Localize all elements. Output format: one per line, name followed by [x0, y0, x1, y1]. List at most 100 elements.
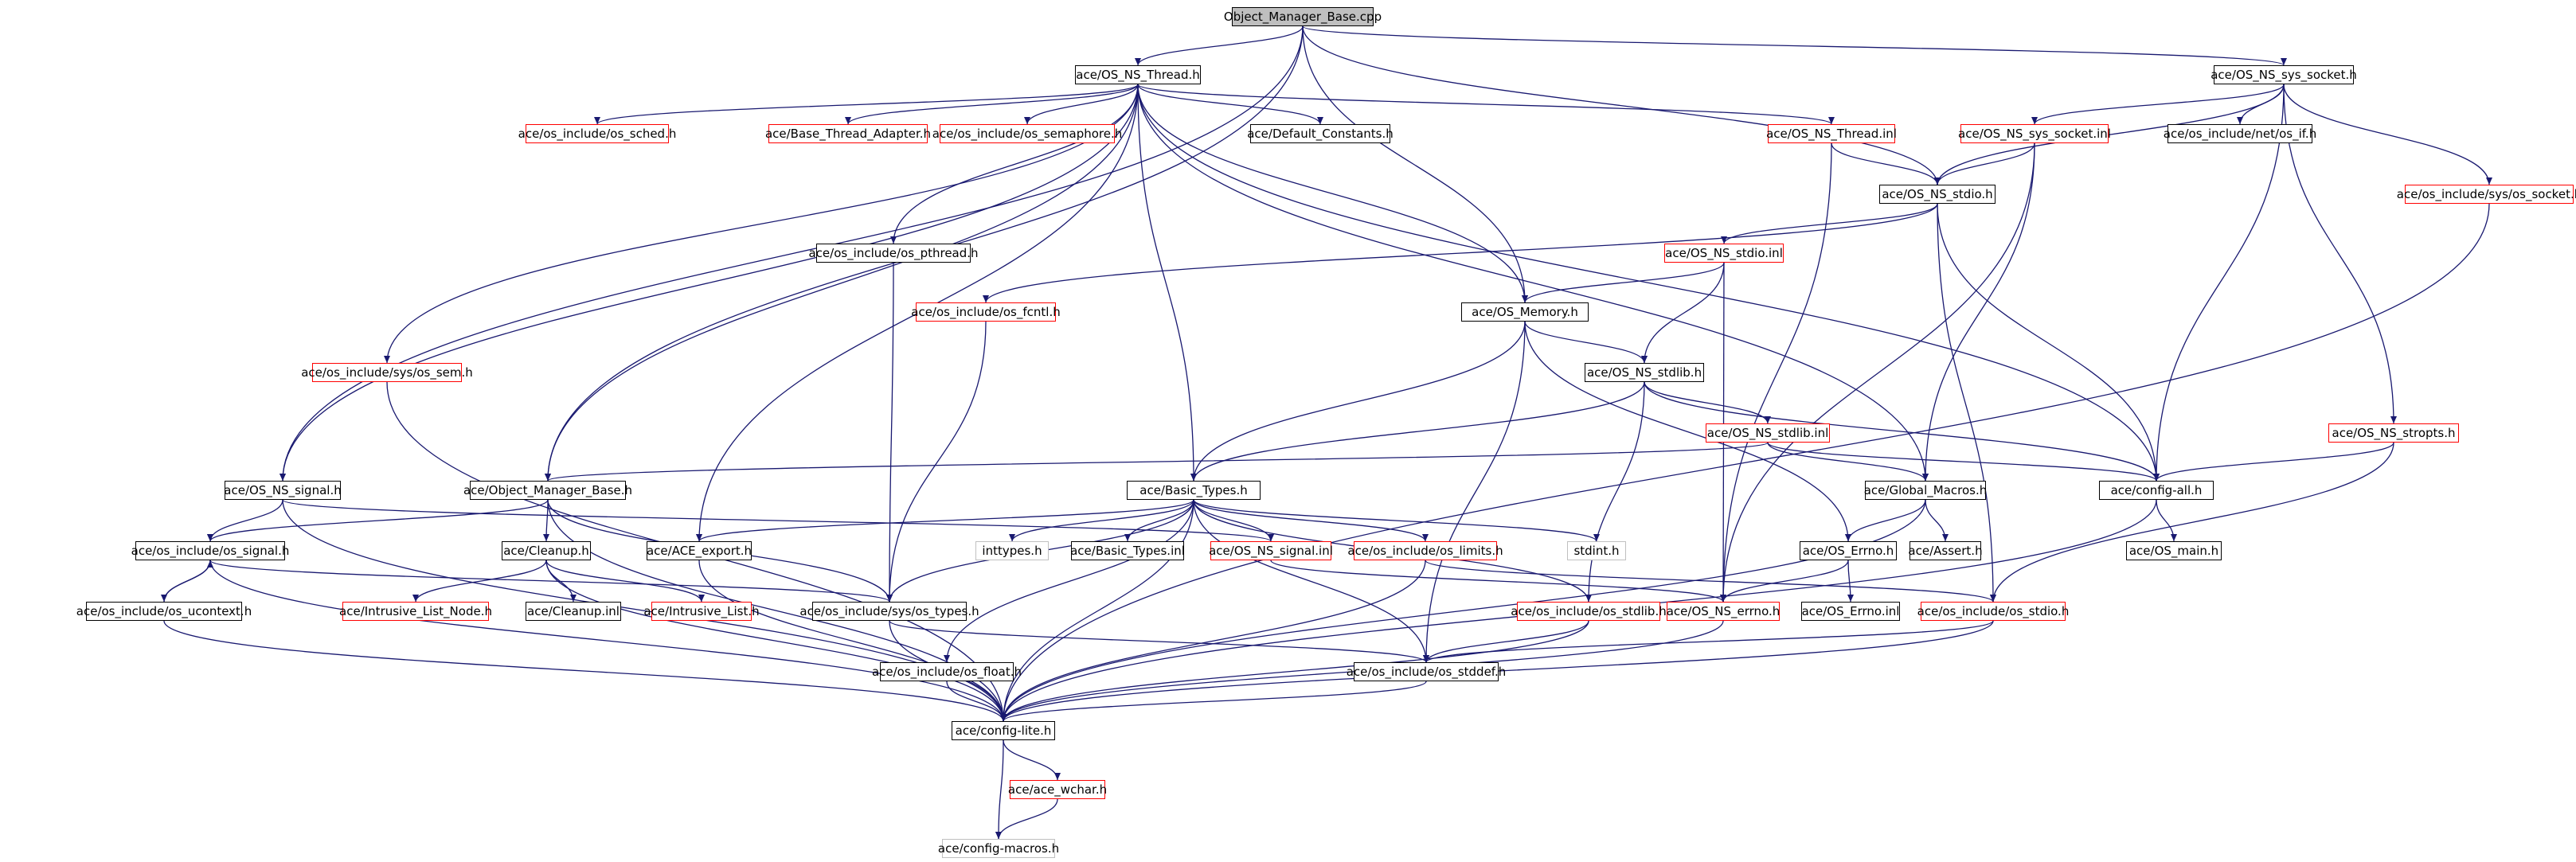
- edge-n1-n20: [282, 84, 1139, 482]
- arrowhead-n2-n10: [2486, 177, 2492, 185]
- node-ace-os-include-os-sched-h[interactable]: ace/os_include/os_sched.h: [518, 124, 676, 143]
- node-ace-os-include-os-float-h[interactable]: ace/os_include/os_float.h: [872, 662, 1022, 681]
- node-ace-os-include-os-stdlib-h[interactable]: ace/os_include/os_stdlib.h: [1511, 602, 1667, 621]
- node-ace-ace-export-h[interactable]: ace/ACE_export.h: [647, 541, 752, 560]
- node-ace-os-include-os-pthread-h[interactable]: ace/os_include/os_pthread.h: [808, 244, 979, 263]
- edge-n19-n24: [1767, 442, 2157, 482]
- arrowhead-n0-n1: [1135, 58, 1141, 65]
- node-ace-os-include-net-os-if-h[interactable]: ace/os_include/net/os_if.h: [2164, 124, 2316, 143]
- node-ace-os-ns-stdio-h[interactable]: ace/OS_NS_stdio.h: [1879, 185, 1996, 204]
- edge-n22-n27: [698, 499, 1194, 542]
- edge-n22-n31: [1193, 499, 1426, 542]
- node-ace-intrusive-list-node-h[interactable]: ace/Intrusive_List_Node.h: [339, 602, 492, 621]
- node-ace-assert-h[interactable]: ace/Assert.h: [1908, 541, 1983, 560]
- arrowhead-n46-n47: [1000, 714, 1007, 721]
- node-ace-os-include-os-stddef-h[interactable]: ace/os_include/os_stddef.h: [1347, 662, 1506, 681]
- edge-n1-n7: [1137, 84, 1832, 125]
- edge-n0-n2: [1302, 25, 2285, 66]
- arrowhead-n33-n43: [1847, 595, 1854, 602]
- edge-n7-n11: [1831, 142, 1938, 185]
- edge-n1-n15: [1137, 84, 1526, 303]
- edge-n0-n1: [1137, 25, 1304, 66]
- node-ace-os-include-os-stdio-h[interactable]: ace/os_include/os_stdio.h: [1917, 602, 2069, 621]
- node-ace-os-include-sys-os-socket-h[interactable]: ace/os_include/sys/os_socket.h: [2397, 185, 2576, 204]
- node-ace-os-include-os-semaphore-h[interactable]: ace/os_include/os_semaphore.h: [932, 124, 1122, 143]
- edge-n22-n28: [1011, 499, 1194, 542]
- node-ace-os-memory-h[interactable]: ace/OS_Memory.h: [1461, 302, 1589, 322]
- node-ace-basic-types-h[interactable]: ace/Basic_Types.h: [1127, 481, 1261, 500]
- arrowhead-n11-n14: [983, 295, 989, 302]
- node-ace-os-ns-signal-inl[interactable]: ace/OS_NS_signal.inl: [1209, 541, 1333, 560]
- node-object-manager-base-cpp[interactable]: Object_Manager_Base.cpp: [1224, 7, 1382, 26]
- node-ace-os-errno-h[interactable]: ace/OS_Errno.h: [1800, 541, 1897, 560]
- node-ace-os-ns-stropts-h[interactable]: ace/OS_NS_stropts.h: [2328, 423, 2459, 443]
- edge-n18-n24: [2156, 442, 2394, 482]
- node-ace-config-lite-h[interactable]: ace/config-lite.h: [952, 721, 1055, 740]
- node-ace-os-include-sys-os-sem-h[interactable]: ace/os_include/sys/os_sem.h: [301, 363, 473, 382]
- edge-n44-n46: [1425, 620, 1994, 663]
- node-ace-os-main-h[interactable]: ace/OS_main.h: [2126, 541, 2222, 560]
- node-ace-os-ns-sys-socket-inl[interactable]: ace/OS_NS_sys_socket.inl: [1958, 124, 2111, 143]
- arrowhead-n44-n46: [1423, 655, 1429, 662]
- edge-n14-n40: [889, 321, 987, 603]
- arrowhead-n36-n25: [207, 560, 213, 568]
- edge-n19-n21: [547, 442, 1769, 482]
- node-ace-os-ns-thread-h[interactable]: ace/OS_NS_Thread.h: [1075, 65, 1201, 84]
- node-ace-intrusive-list-h[interactable]: ace/Intrusive_List.h: [643, 602, 760, 621]
- edge-n17-n24: [1644, 381, 2157, 482]
- node-ace-os-ns-stdio-inl[interactable]: ace/OS_NS_stdio.inl: [1664, 244, 1784, 263]
- node-ace-os-include-sys-os-types-h[interactable]: ace/os_include/sys/os_types.h: [799, 602, 979, 621]
- node-ace-os-include-os-ucontext-h[interactable]: ace/os_include/os_ucontext.h: [76, 602, 252, 621]
- node-ace-os-include-os-limits-h[interactable]: ace/os_include/os_limits.h: [1347, 541, 1503, 560]
- node-ace-base-thread-adapter-h[interactable]: ace/Base_Thread_Adapter.h: [765, 124, 931, 143]
- edge-n21-n25: [209, 499, 549, 542]
- arrowhead-n1-n6: [1317, 117, 1323, 124]
- edge-n27-n47: [698, 560, 1004, 722]
- node-ace-os-ns-signal-h[interactable]: ace/OS_NS_signal.h: [224, 481, 342, 500]
- arrowhead-n19-n24: [2153, 474, 2160, 481]
- edge-n0-n20: [282, 25, 1304, 482]
- edge-n20-n30: [282, 499, 1272, 542]
- node-inttypes-h[interactable]: inttypes.h: [975, 541, 1049, 560]
- node-ace-os-errno-inl[interactable]: ace/OS_Errno.inl: [1801, 602, 1900, 621]
- node-ace-config-macros-h[interactable]: ace/config-macros.h: [938, 839, 1059, 858]
- arrowhead-n25-n40: [886, 595, 893, 602]
- node-ace-os-include-os-fcntl-h[interactable]: ace/os_include/os_fcntl.h: [911, 302, 1061, 322]
- arrowhead-n26-n38: [570, 595, 577, 602]
- node-ace-os-ns-stdlib-h[interactable]: ace/OS_NS_stdlib.h: [1585, 363, 1704, 382]
- edge-n19-n23: [1767, 442, 1926, 482]
- node-ace-os-ns-sys-socket-h[interactable]: ace/OS_NS_sys_socket.h: [2211, 65, 2357, 84]
- edge-n2-n24: [2156, 84, 2285, 482]
- node-ace-global-macros-h[interactable]: ace/Global_Macros.h: [1864, 481, 1987, 500]
- arrowhead-n2-n18: [2390, 416, 2397, 423]
- edge-n23-n33: [1847, 499, 1926, 542]
- node-ace-os-ns-errno-h[interactable]: ace/OS_NS_errno.h: [1667, 602, 1780, 621]
- node-ace-os-ns-thread-inl[interactable]: ace/OS_NS_Thread.inl: [1766, 124, 1897, 143]
- node-ace-basic-types-inl[interactable]: ace/Basic_Types.inl: [1070, 541, 1185, 560]
- node-ace-config-all-h[interactable]: ace/config-all.h: [2099, 481, 2214, 500]
- edge-n46-n47: [1003, 681, 1427, 722]
- arrowhead-n23-n34: [1942, 534, 1949, 541]
- edge-n17-n22: [1193, 381, 1645, 482]
- edge-n36-n25: [163, 560, 211, 603]
- edge-n17-n41: [1588, 381, 1645, 603]
- node-ace-default-constants-h[interactable]: ace/Default_Constants.h: [1247, 124, 1394, 143]
- arrowhead-n19-n21: [545, 474, 551, 481]
- edge-n15-n33: [1524, 321, 1849, 542]
- arrowhead-n33-n42: [1720, 595, 1726, 602]
- edge-n1-n6: [1137, 84, 1321, 125]
- node-ace-cleanup-inl[interactable]: ace/Cleanup.inl: [526, 602, 621, 621]
- node-ace-os-ns-stdlib-inl[interactable]: ace/OS_NS_stdlib.inl: [1706, 423, 1830, 443]
- node-ace-object-manager-base-h[interactable]: ace/Object_Manager_Base.h: [463, 481, 632, 500]
- node-ace-os-include-os-signal-h[interactable]: ace/os_include/os_signal.h: [131, 541, 289, 560]
- arrowhead-n23-n33: [1845, 534, 1851, 541]
- arrowhead-n17-n22: [1190, 474, 1197, 481]
- edge-n47-n48: [1003, 739, 1058, 781]
- arrowhead-n22-n28: [1009, 534, 1015, 541]
- arrowhead-n26-n39: [698, 595, 705, 602]
- node-stdint-h[interactable]: stdint.h: [1567, 541, 1626, 560]
- node-ace-ace-wchar-h[interactable]: ace/ace_wchar.h: [1008, 780, 1107, 799]
- node-ace-cleanup-h[interactable]: ace/Cleanup.h: [502, 541, 591, 560]
- arrowhead-n1-n7: [1828, 117, 1835, 124]
